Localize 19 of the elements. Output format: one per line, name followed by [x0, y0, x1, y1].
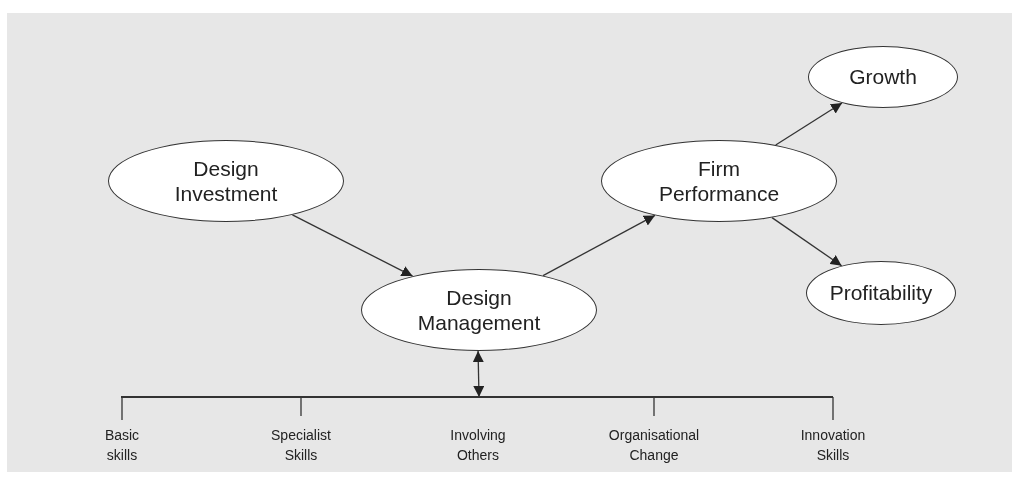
skill-label: Specialist Skills	[236, 416, 366, 466]
node-label: Growth	[849, 64, 917, 90]
arrow	[291, 214, 414, 277]
node-label: Firm Performance	[658, 155, 780, 207]
arrow	[771, 217, 843, 267]
connector-line	[653, 396, 655, 417]
node-label: Design Investment	[174, 155, 278, 207]
connector-line	[121, 396, 123, 421]
skill-label: Basic skills	[57, 420, 187, 466]
skill-label: Involving Others	[449, 426, 507, 465]
node-label: Design Management	[417, 284, 541, 336]
arrow	[542, 214, 656, 277]
arrow	[775, 102, 843, 146]
skill-label: Innovation Skills	[768, 420, 898, 466]
skill-label: Organisational Change	[589, 416, 719, 466]
connector-line	[832, 396, 834, 421]
connector-line	[300, 396, 302, 417]
arrow	[472, 350, 485, 398]
node-label: Profitability	[829, 280, 933, 306]
